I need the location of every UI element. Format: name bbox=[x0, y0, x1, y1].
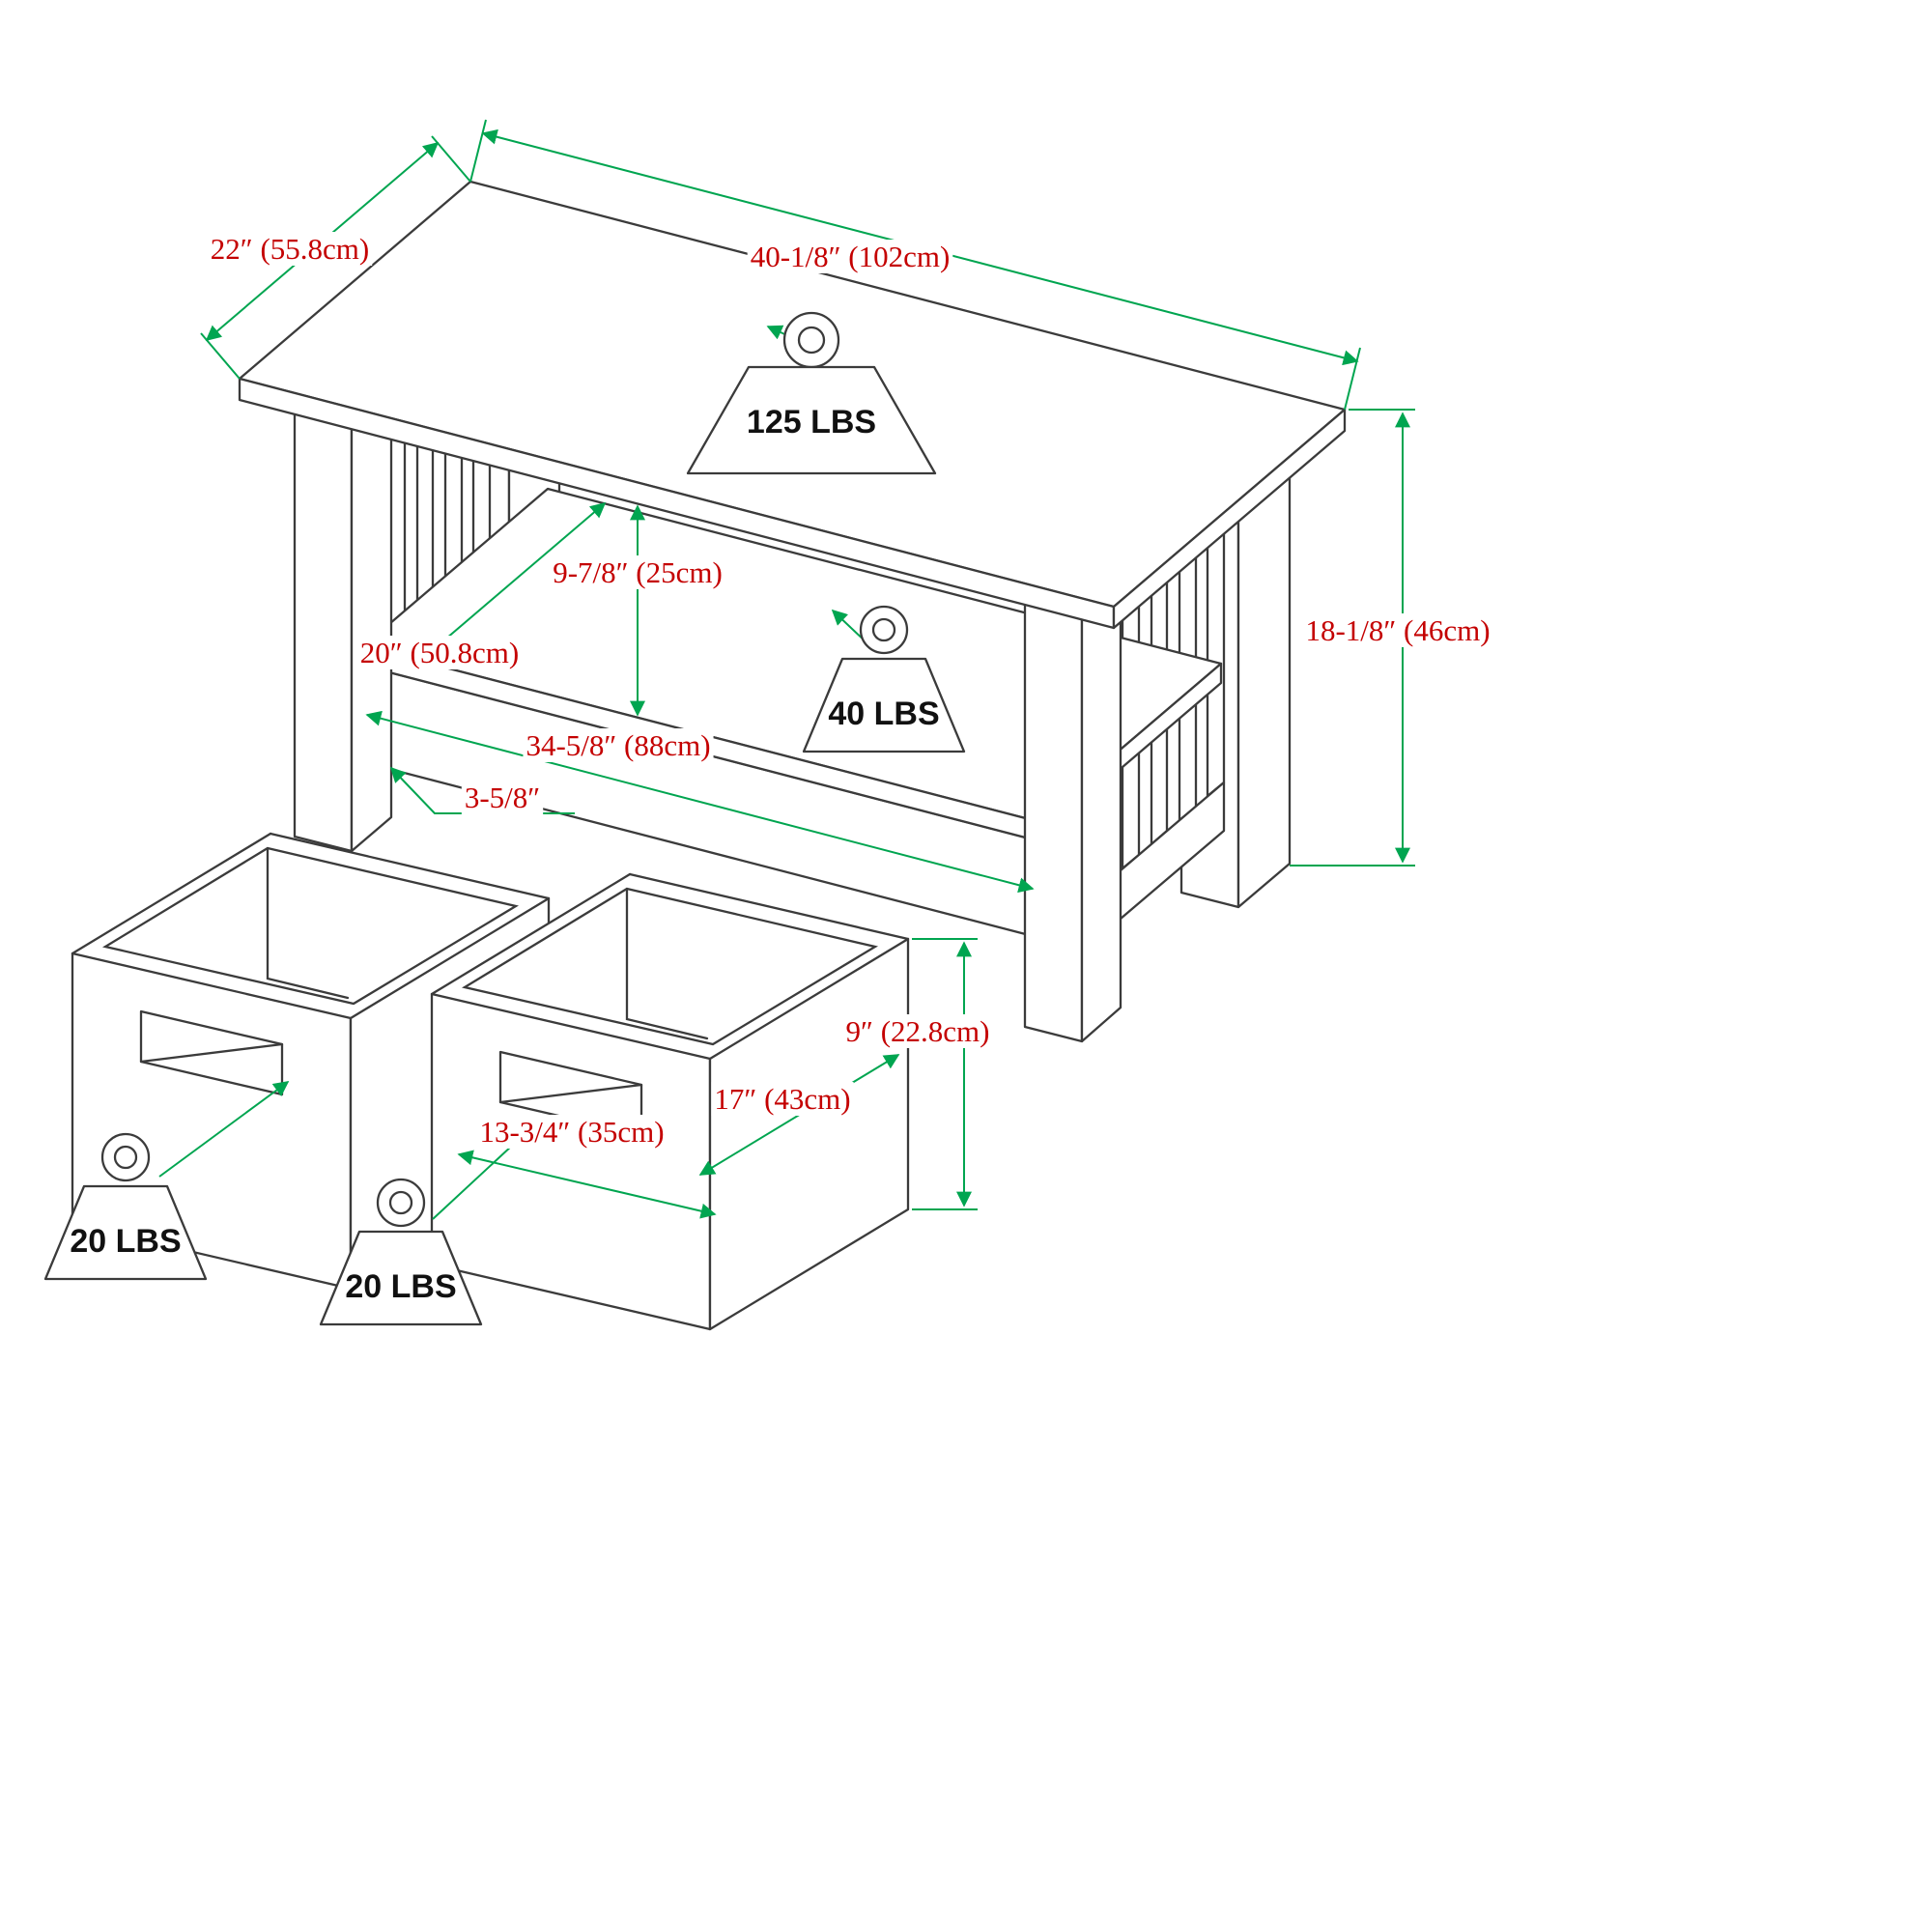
extension-line bbox=[1344, 347, 1361, 411]
tabletop-right-edge bbox=[1112, 408, 1347, 630]
basket-right-opening bbox=[432, 874, 908, 1059]
dim-shelf-width bbox=[365, 710, 1035, 894]
weight-ring-hole-icon bbox=[871, 617, 896, 642]
label-basket-height: 9″ (22.8cm) bbox=[846, 1014, 990, 1048]
basket-left-inner-corner bbox=[266, 846, 350, 1000]
label-base-rail-height: 3-5/8″ bbox=[465, 781, 540, 814]
weight-icon-basket-right: 20 LBS bbox=[319, 1178, 483, 1326]
basket-left-handle-fold bbox=[139, 1042, 284, 1064]
extension-line bbox=[469, 119, 487, 183]
basket-right-inner-rim bbox=[461, 887, 879, 1046]
label-table-height: 18-1/8″ (46cm) bbox=[1305, 613, 1490, 647]
weight-ring-hole-icon bbox=[797, 326, 826, 355]
dim-shelf-depth bbox=[418, 501, 607, 663]
weight-ring-hole-icon bbox=[388, 1190, 413, 1215]
dimension-labels: 22″ (55.8cm) 40-1/8″ (102cm) 18-1/8″ (46… bbox=[207, 232, 1493, 1149]
front-right-leg-side bbox=[1080, 571, 1122, 1043]
weight-body-icon bbox=[43, 1184, 208, 1281]
weight-icon-basket-left: 20 LBS bbox=[43, 1132, 208, 1281]
label-top-capacity: 125 LBS bbox=[747, 404, 876, 440]
extension-line bbox=[200, 332, 241, 380]
label-basket-right-capacity: 20 LBS bbox=[345, 1268, 456, 1305]
weight-body-icon bbox=[802, 657, 966, 753]
weight-body-icon bbox=[686, 365, 937, 475]
dim-basket-width bbox=[457, 1150, 717, 1219]
front-left-leg bbox=[293, 400, 354, 853]
label-top-depth: 22″ (55.8cm) bbox=[211, 232, 369, 266]
label-basket-depth: 17″ (43cm) bbox=[714, 1082, 850, 1116]
label-basket-width: 13-3/4″ (35cm) bbox=[479, 1115, 664, 1149]
label-shelf-width: 34-5/8″ (88cm) bbox=[526, 728, 710, 762]
weight-body-icon bbox=[319, 1230, 483, 1326]
front-right-leg bbox=[1023, 590, 1084, 1043]
basket-left-rim-back-left bbox=[71, 832, 272, 955]
weight-ring-hole-icon bbox=[113, 1145, 138, 1170]
weight-icon-shelf: 40 LBS bbox=[802, 605, 966, 753]
label-shelf-clearance: 9-7/8″ (25cm) bbox=[553, 555, 723, 589]
basket-right-inner-corner bbox=[625, 887, 709, 1040]
weight-icon-tabletop: 125 LBS bbox=[686, 311, 937, 475]
label-shelf-capacity: 40 LBS bbox=[828, 696, 939, 732]
front-left-leg-side bbox=[350, 381, 393, 853]
leader-basket-left-capacity bbox=[158, 1081, 290, 1178]
label-top-width: 40-1/8″ (102cm) bbox=[751, 240, 951, 273]
label-basket-left-capacity: 20 LBS bbox=[70, 1223, 181, 1260]
basket-right-handle-fold bbox=[498, 1083, 643, 1104]
label-shelf-depth: 20″ (50.8cm) bbox=[360, 636, 519, 669]
basket-right-rim-back-left bbox=[430, 872, 632, 996]
